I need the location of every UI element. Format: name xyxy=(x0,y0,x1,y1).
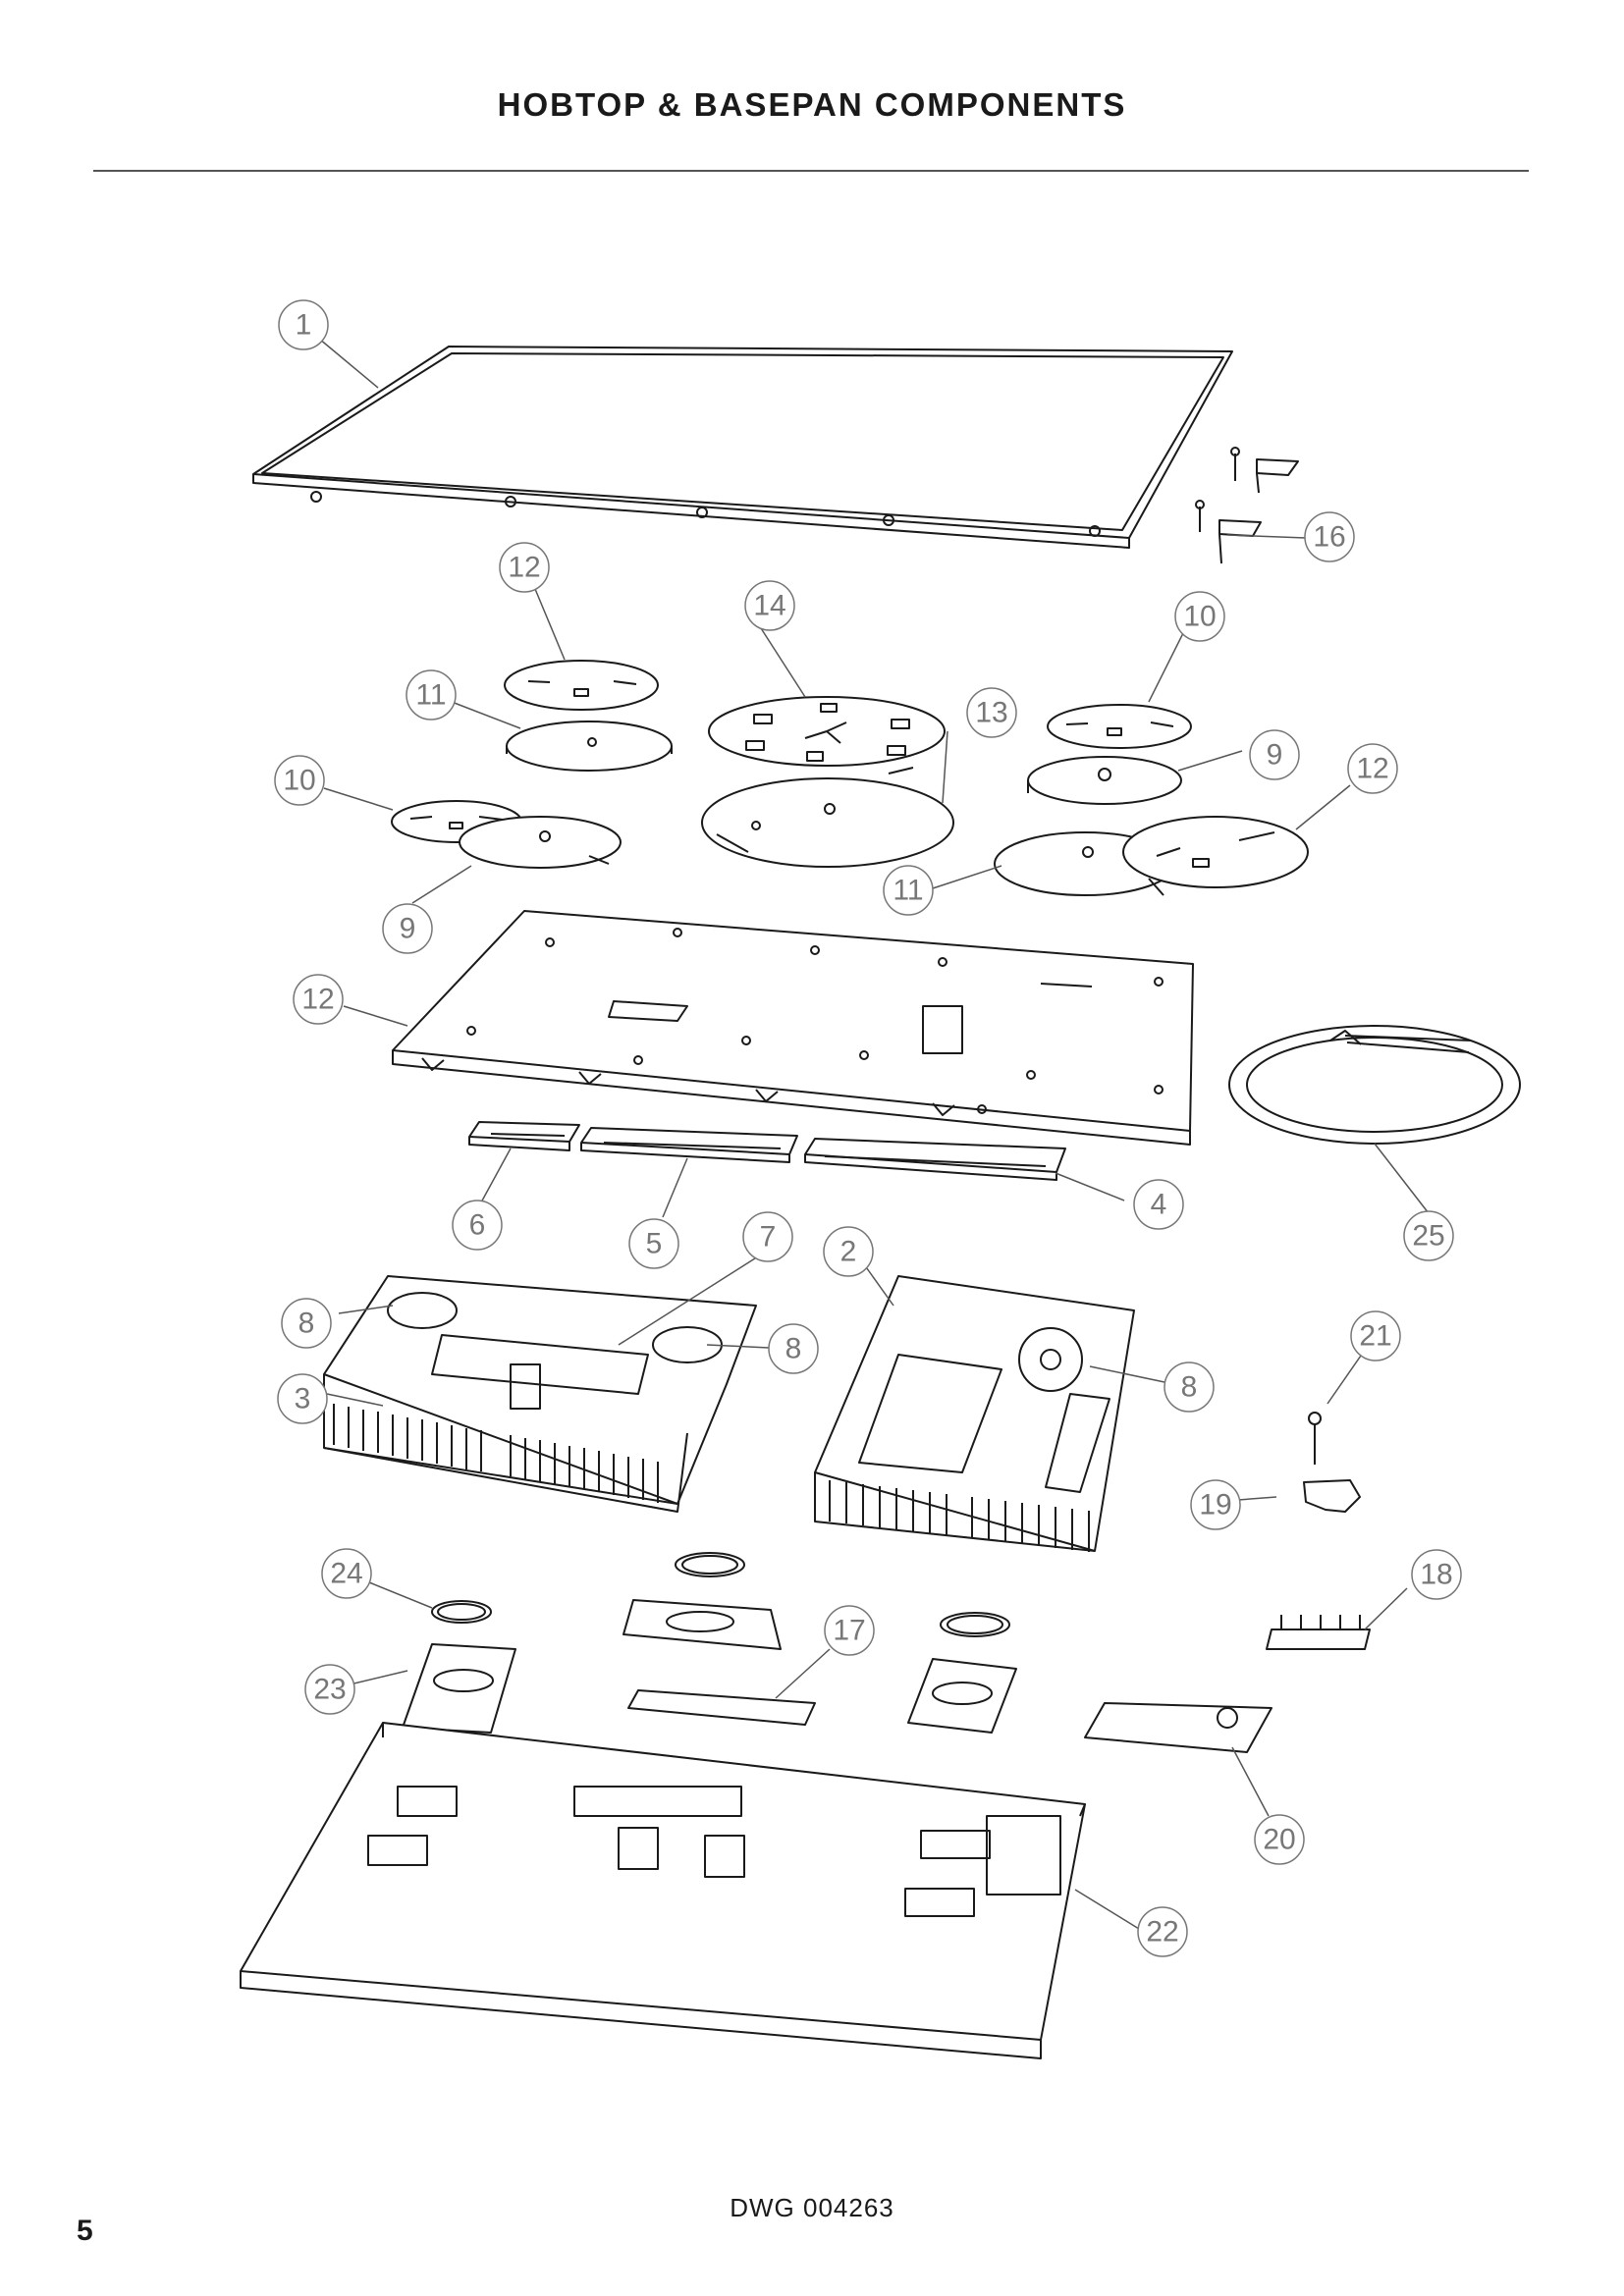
callout-20: 20 xyxy=(1263,1824,1295,1856)
hobtop-glass xyxy=(252,346,1233,549)
callout-1: 1 xyxy=(296,309,312,342)
page-title: HOBTOP & BASEPAN COMPONENTS xyxy=(497,86,1127,123)
callout-12-right: 12 xyxy=(1356,753,1388,785)
drawing-number: DWG 004263 xyxy=(730,2193,894,2222)
callout-12-top: 12 xyxy=(508,552,540,584)
callout-11-left: 11 xyxy=(415,679,446,712)
terminal-hardware xyxy=(1266,1412,1371,1650)
callout-8-center: 8 xyxy=(785,1333,802,1365)
callout-18: 18 xyxy=(1420,1559,1452,1591)
hobtop-brackets xyxy=(1195,447,1299,564)
callout-circles xyxy=(274,299,1462,1957)
callout-21: 21 xyxy=(1359,1320,1391,1353)
callout-17: 17 xyxy=(833,1615,865,1647)
title-divider xyxy=(93,170,1529,172)
callout-14: 14 xyxy=(753,590,785,622)
callout-10-right: 10 xyxy=(1183,601,1216,633)
callout-24: 24 xyxy=(330,1558,362,1590)
cable-ring xyxy=(1228,1025,1521,1145)
right-power-module xyxy=(814,1275,1135,1552)
callout-23: 23 xyxy=(313,1674,346,1706)
callout-4: 4 xyxy=(1151,1189,1167,1221)
callout-9-right: 9 xyxy=(1267,739,1283,772)
callout-13: 13 xyxy=(975,697,1007,729)
callout-9-left: 9 xyxy=(400,913,416,945)
callout-11-right: 11 xyxy=(893,875,923,907)
callout-22: 22 xyxy=(1146,1916,1178,1949)
callout-2: 2 xyxy=(840,1236,857,1268)
callout-10-left: 10 xyxy=(283,765,315,797)
callout-8-left: 8 xyxy=(298,1308,315,1340)
basepan xyxy=(240,1722,1086,2059)
callout-12-plate: 12 xyxy=(301,984,334,1016)
callout-3: 3 xyxy=(295,1383,311,1415)
callout-25: 25 xyxy=(1412,1220,1444,1253)
callout-5: 5 xyxy=(646,1228,663,1260)
callout-7: 7 xyxy=(760,1221,777,1254)
left-power-module xyxy=(323,1275,757,1513)
callout-16: 16 xyxy=(1313,521,1345,554)
callout-19: 19 xyxy=(1199,1489,1231,1522)
page-number: 5 xyxy=(77,2215,93,2247)
ducts-and-gaskets xyxy=(402,1552,1272,1753)
control-boards xyxy=(468,1121,1066,1181)
callout-8-right: 8 xyxy=(1181,1371,1198,1404)
induction-coils xyxy=(391,660,1309,896)
callout-6: 6 xyxy=(469,1209,486,1242)
coil-support-plate xyxy=(392,910,1194,1146)
